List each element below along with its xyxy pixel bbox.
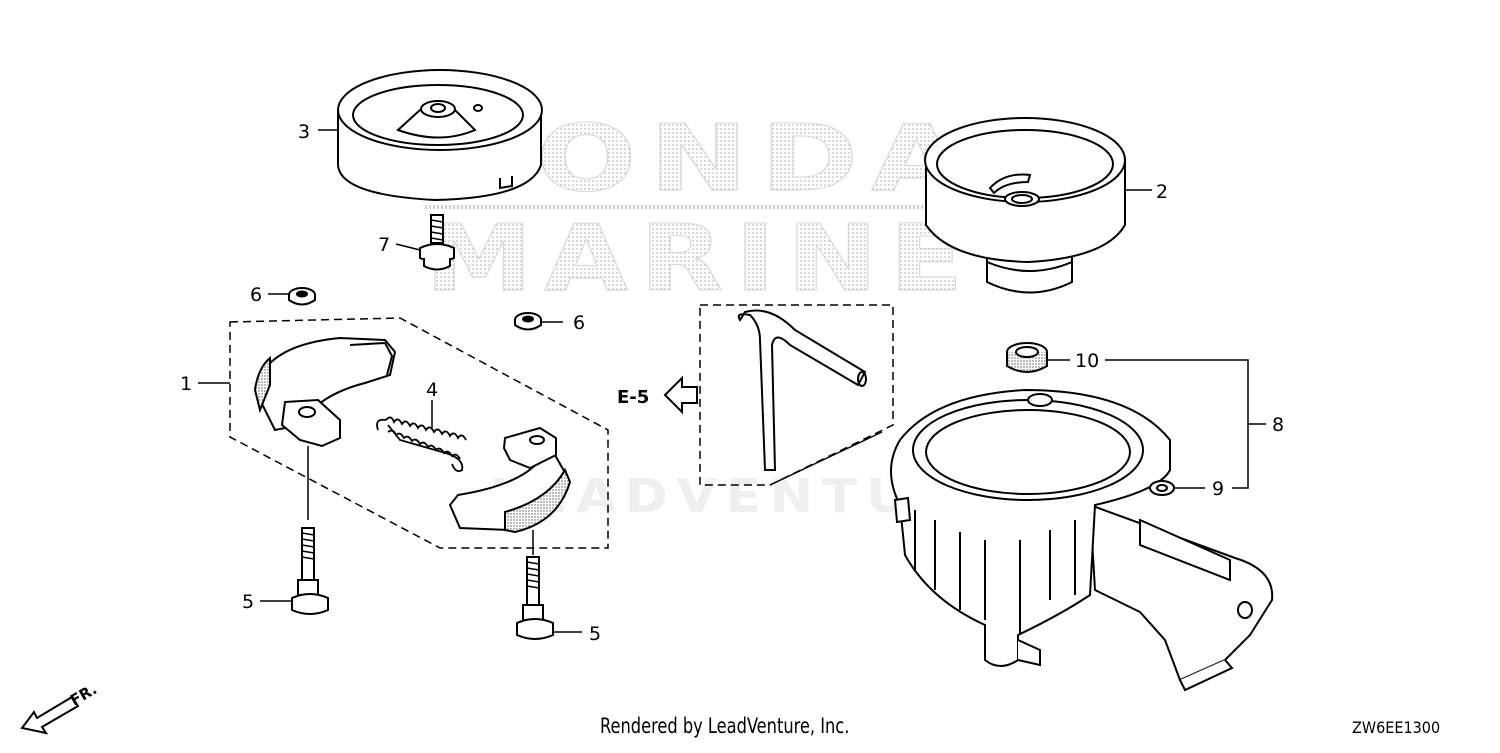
part-1-shoe-left [253, 336, 397, 448]
front-arrow-icon [20, 695, 80, 735]
callout-6-right: 6 [573, 312, 585, 334]
callout-3: 3 [298, 121, 310, 143]
callout-8: 8 [1272, 414, 1284, 436]
hose [737, 309, 867, 471]
part-4-spring [376, 416, 467, 473]
watermark-marine: MARINE [425, 205, 975, 312]
part-10-seal [1006, 342, 1048, 373]
part-5-bolt-left [291, 446, 329, 615]
callout-6-left: 6 [250, 284, 262, 306]
callouts: 3 2 7 6 6 1 4 5 5 10 8 9 [180, 121, 1284, 645]
callout-2: 2 [1156, 181, 1168, 203]
part-8-housing [890, 388, 1274, 692]
reference-arrow: E-5 [617, 375, 698, 415]
watermark: HONDA MARINE LEADVENTURE [425, 105, 1003, 524]
diagram-code: ZW6EE1300 [1352, 718, 1441, 737]
callout-7: 7 [378, 234, 390, 256]
reference-label: E-5 [617, 387, 649, 408]
callout-1: 1 [180, 373, 192, 395]
callout-4: 4 [426, 379, 438, 401]
leader-lines [198, 129, 1266, 633]
part-1-shoe-right [448, 426, 572, 534]
assembly-box-1 [229, 317, 609, 549]
hose-box [699, 304, 894, 486]
part-3-plate [337, 69, 543, 202]
part-7-bolt [419, 214, 455, 271]
footer: Rendered by LeadVenture, Inc. ZW6EE1300 [0, 712, 1500, 744]
callout-9: 9 [1212, 478, 1224, 500]
part-6-washer-right [514, 312, 542, 331]
credit-text: Rendered by LeadVenture, Inc. [600, 714, 850, 738]
callout-10: 10 [1075, 350, 1099, 372]
callout-5-left: 5 [242, 591, 254, 613]
callout-5-right: 5 [589, 623, 601, 645]
part-5-bolt-right [516, 530, 554, 640]
part-2-drum [924, 117, 1126, 294]
part-6-washer-left [288, 287, 316, 306]
